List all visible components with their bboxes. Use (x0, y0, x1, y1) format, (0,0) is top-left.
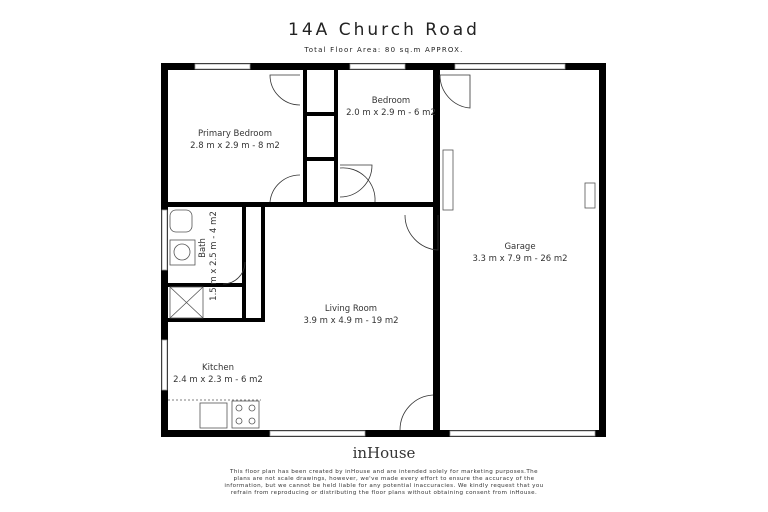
room-name-bedroom: Bedroom (372, 96, 410, 106)
room-size-kitchen: 2.4 m x 2.3 m - 6 m2 (173, 375, 263, 385)
total-floor-area: Total Floor Area: 80 sq.m APPROX. (304, 46, 464, 54)
room-size-living-room: 3.9 m x 4.9 m - 19 m2 (303, 316, 398, 326)
room-size-bedroom: 2.0 m x 2.9 m - 6 m2 (346, 108, 436, 118)
room-name-garage: Garage (504, 242, 535, 252)
room-size-primary-bedroom: 2.8 m x 2.9 m - 8 m2 (190, 141, 280, 151)
inhouse-logo: inHouse (352, 444, 416, 462)
room-labels: Primary Bedroom 2.8 m x 2.9 m - 8 m2 Bed… (173, 96, 567, 385)
room-name-living-room: Living Room (325, 304, 377, 314)
windows (161, 63, 596, 437)
room-name-kitchen: Kitchen (202, 363, 234, 373)
doors (222, 74, 471, 431)
fixtures (168, 149, 596, 429)
room-size-bath: 1.5 m x 2.5 m - 4 m2 (209, 211, 219, 301)
room-name-primary-bedroom: Primary Bedroom (198, 129, 272, 139)
room-name-bath: Bath (198, 238, 208, 258)
room-size-garage: 3.3 m x 7.9 m - 26 m2 (472, 254, 567, 264)
disclaimer: This floor plan has been created by inHo… (224, 469, 544, 496)
property-title: 14A Church Road (288, 20, 480, 40)
